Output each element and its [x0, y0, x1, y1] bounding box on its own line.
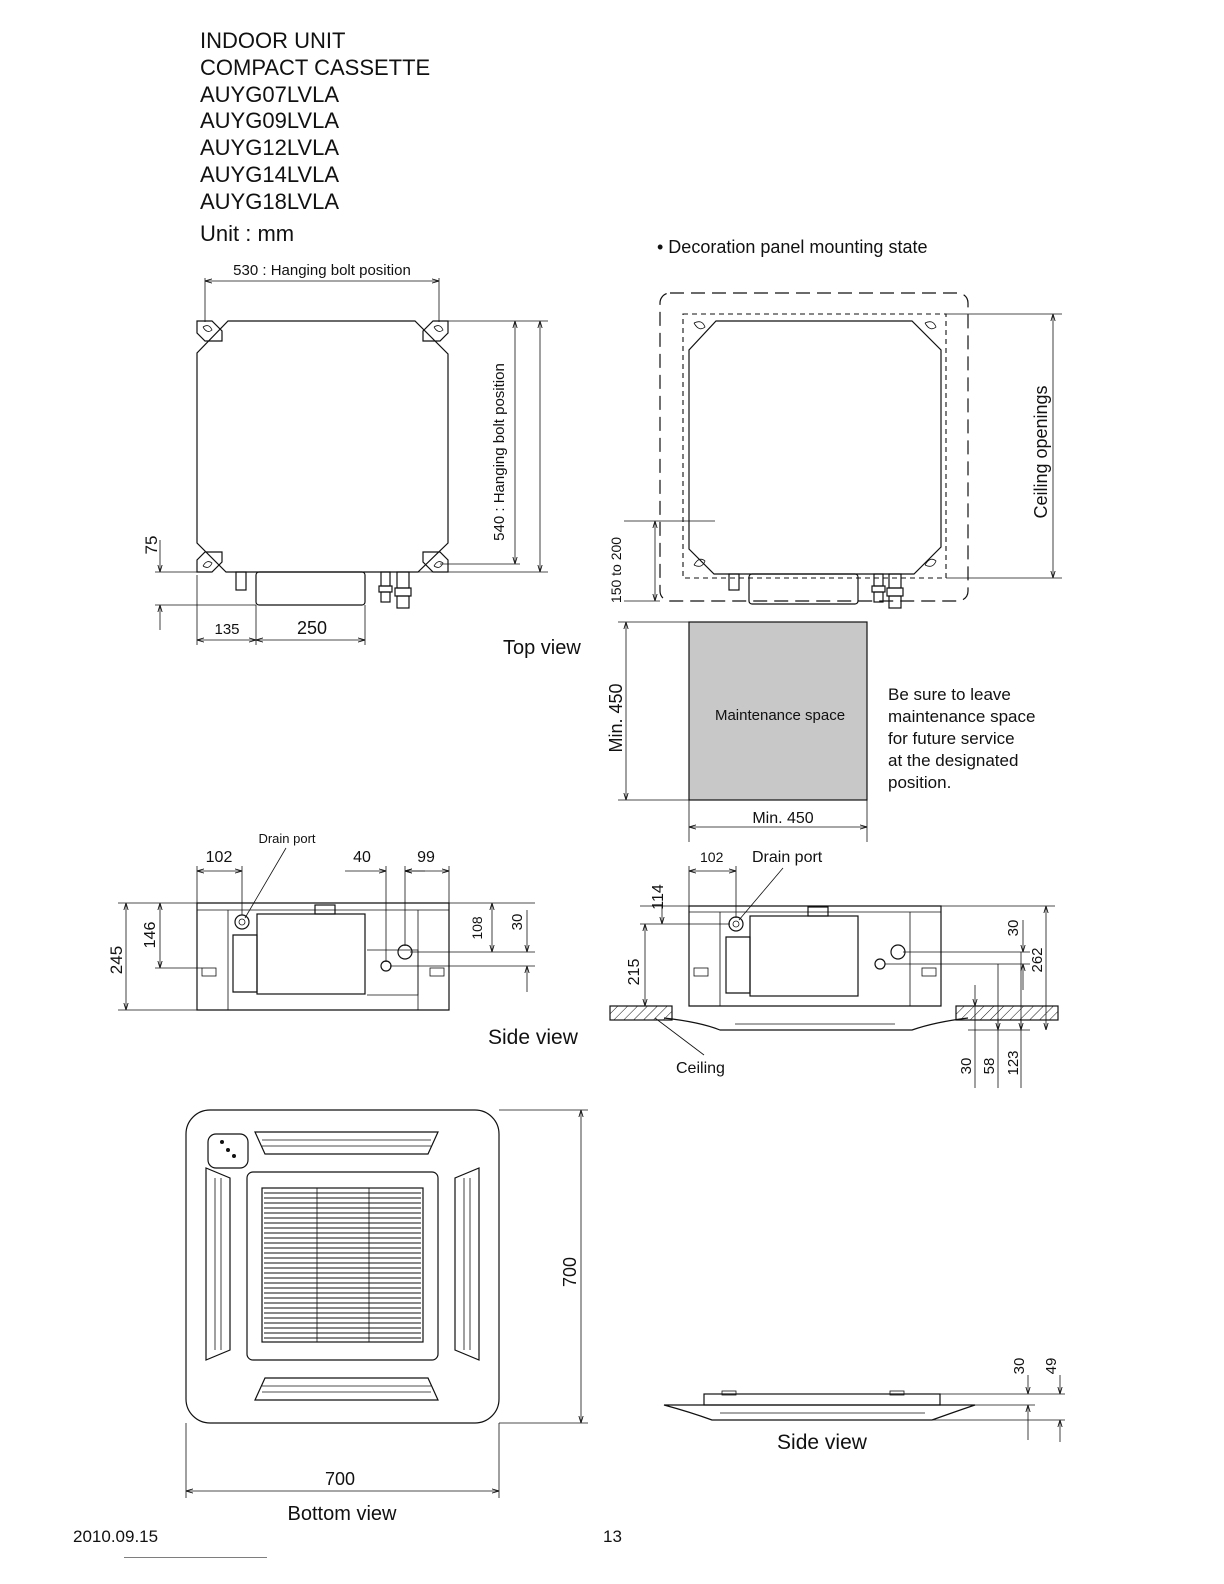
drain-port-fitting	[234, 914, 250, 930]
dim-250-label: 250	[297, 618, 327, 638]
dim-123-label: 123	[1005, 1050, 1022, 1075]
maintenance-space-area	[688, 621, 868, 801]
dim-146-label: 146	[142, 922, 159, 949]
hanging-bracket	[196, 320, 223, 342]
dim-150-200-label: 150 to 200	[608, 537, 624, 603]
control-box	[256, 913, 366, 995]
dim-215-label: 215	[626, 959, 643, 986]
model-line: AUYG12LVLA	[200, 135, 340, 161]
bottom-view-label: Bottom view	[288, 1503, 397, 1525]
dim-min-450-vertical-label: Min. 450	[606, 683, 626, 752]
dim-700-height-label: 700	[560, 1257, 580, 1287]
decoration-panel-outline	[185, 1109, 500, 1424]
hanging-bracket	[924, 321, 937, 330]
footer-divider	[124, 1557, 267, 1558]
title-line: INDOOR UNIT	[200, 28, 346, 53]
ceiling-label: Ceiling	[676, 1060, 725, 1077]
dim-58-label: 58	[981, 1058, 998, 1075]
hanging-bracket	[693, 321, 706, 330]
unit-side-outline	[688, 905, 942, 1007]
dim-40-label: 40	[353, 849, 371, 866]
drain-pipe	[235, 571, 247, 591]
bottom-view: 700 700 Bottom view	[185, 1109, 588, 1525]
drain-pipe	[728, 573, 740, 591]
title-block: INDOOR UNIT COMPACT CASSETTE AUYG07LVLA …	[200, 28, 430, 216]
maintenance-space-label: Maintenance space	[715, 707, 845, 724]
receiver-unit	[207, 1133, 249, 1169]
drain-port-label: Drain port	[258, 831, 315, 846]
hanging-bracket	[196, 551, 223, 573]
decoration-panel-profile	[663, 1017, 969, 1031]
title-line: COMPACT CASSETTE	[200, 54, 431, 80]
dim-30-top-label: 30	[1005, 920, 1022, 937]
control-box	[255, 571, 366, 606]
air-outlet-louver	[254, 1377, 439, 1401]
unit-side-outline	[196, 902, 450, 1011]
side-view-panel-label: Side view	[777, 1431, 868, 1454]
side-view-left: Drain port 102 40 99 245 146 108 30 Side…	[107, 831, 579, 1049]
intake-grille-frame	[246, 1171, 439, 1361]
side-view-left-label: Side view	[488, 1026, 579, 1049]
dim-540-label: 540 : Hanging bolt position	[491, 363, 508, 541]
control-box	[748, 573, 859, 605]
decoration-panel-profile	[663, 1404, 976, 1421]
top-view: 530 : Hanging bolt position 540 : Hangin…	[142, 262, 581, 659]
air-outlet-louver	[254, 1131, 439, 1155]
hanging-bracket	[422, 320, 449, 342]
refrigerant-connections	[871, 573, 904, 609]
dim-245-label: 245	[107, 946, 126, 974]
maintenance-note: Be sure to leave maintenance space for f…	[888, 685, 1040, 792]
pipe-fitting	[890, 944, 906, 960]
dim-min-450-horizontal-label: Min. 450	[752, 810, 813, 827]
top-view-label: Top view	[503, 637, 581, 659]
pipe-fitting	[380, 960, 392, 972]
dim-102-label: 102	[700, 849, 724, 865]
model-line: AUYG14LVLA	[200, 161, 340, 187]
unit-outline	[688, 320, 942, 575]
dim-262-label: 262	[1029, 947, 1046, 972]
drain-port-label: Drain port	[752, 849, 823, 866]
dim-30-label: 30	[1011, 1358, 1028, 1375]
ceiling-section	[609, 1005, 673, 1021]
model-line: AUYG18LVLA	[200, 188, 340, 214]
dim-102-label: 102	[206, 849, 233, 866]
air-outlet-louver	[205, 1167, 231, 1361]
side-view-panel: 30 49 Side view	[663, 1358, 1065, 1454]
dim-99-label: 99	[417, 849, 435, 866]
air-outlet-louver	[454, 1167, 480, 1361]
page-number: 13	[603, 1527, 622, 1546]
unit-outline	[196, 320, 449, 573]
grille-bars	[264, 1192, 421, 1339]
dim-114-label: 114	[650, 884, 667, 910]
pipe-fitting	[397, 944, 413, 960]
dim-49-label: 49	[1043, 1358, 1060, 1375]
footer-date: 2010.09.15	[73, 1527, 159, 1546]
drain-port-fitting	[728, 916, 744, 932]
dim-135-label: 135	[214, 621, 239, 638]
decoration-panel-outline	[659, 292, 969, 602]
ceiling-openings-label: Ceiling openings	[1031, 385, 1051, 518]
ceiling-opening-outline	[682, 313, 947, 579]
dim-75-label: 75	[142, 536, 161, 555]
pipe-fitting	[874, 958, 886, 970]
dim-30-bottom-label: 30	[958, 1058, 975, 1075]
control-box	[749, 915, 859, 997]
ceiling-section	[955, 1005, 1059, 1021]
model-line: AUYG09LVLA	[200, 108, 340, 134]
hanging-bracket	[693, 558, 706, 567]
dim-30-label: 30	[509, 914, 526, 931]
panel-mounting-view: • Decoration panel mounting state Ceilin…	[606, 237, 1062, 842]
dim-530-label: 530 : Hanging bolt position	[233, 262, 411, 279]
panel-frame	[703, 1393, 941, 1406]
refrigerant-connections	[378, 571, 412, 609]
dim-700-width-label: 700	[325, 1469, 355, 1489]
intake-grille	[261, 1187, 424, 1343]
panel-mounting-heading: • Decoration panel mounting state	[657, 237, 927, 257]
unit-label: Unit : mm	[200, 221, 295, 246]
model-line: AUYG07LVLA	[200, 81, 340, 107]
hanging-bracket	[924, 558, 937, 567]
side-view-right: Ceiling 102 Drain port 114 215 30 262 30	[609, 849, 1059, 1088]
dim-108-label: 108	[469, 916, 485, 940]
